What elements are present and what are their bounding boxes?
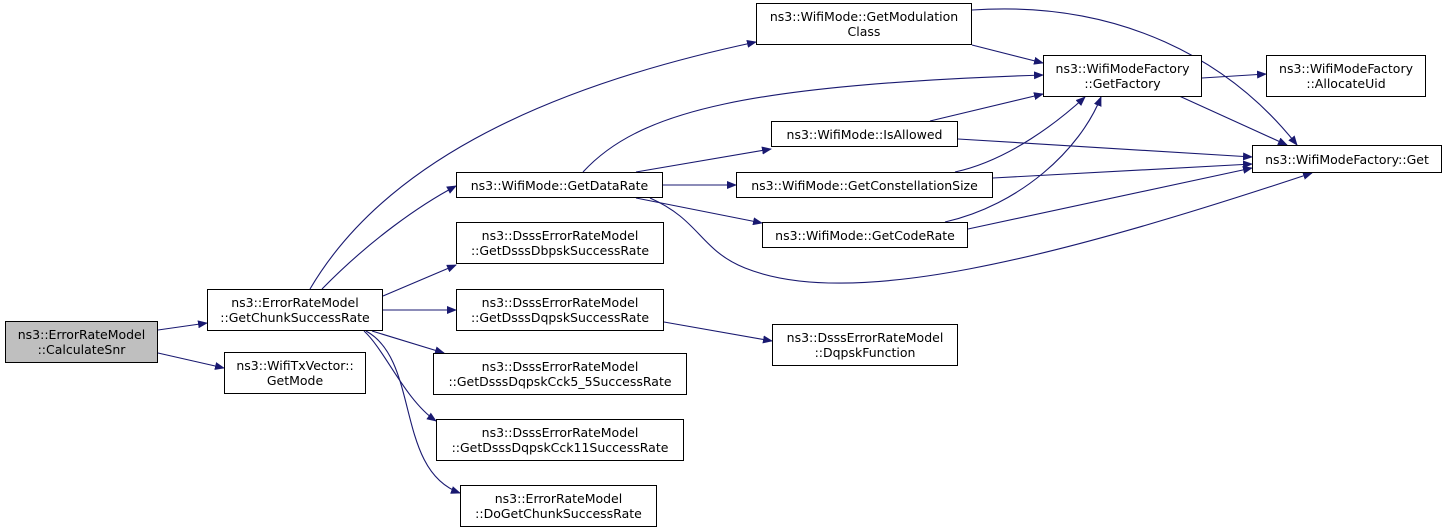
- node-factoryget[interactable]: ns3::WifiModeFactory::Get: [1252, 145, 1442, 173]
- node-dbpsk[interactable]: ns3::DsssErrorRateModel ::GetDsssDbpskSu…: [456, 222, 664, 264]
- node-cck55-line1: ns3::DsssErrorRateModel: [481, 359, 639, 374]
- edge-getchunk-getmodulationclass: [309, 39, 757, 290]
- edge-getmodulationclass-factoryget: [971, 8, 1298, 146]
- node-calculatesnr-line1: ns3::ErrorRateModel: [17, 327, 146, 342]
- node-getfactory-line2: ::GetFactory: [1084, 76, 1161, 91]
- edge-coderate-factoryget: [967, 165, 1253, 230]
- edge-calculatesnr-txvector-getmode: [157, 352, 225, 370]
- node-cck55-line2: ::GetDsssDqpskCck5_5SuccessRate: [448, 374, 672, 389]
- node-dqpskfunction-line1: ns3::DsssErrorRateModel: [786, 330, 944, 345]
- node-dqpsk-line2: ::GetDsssDqpskSuccessRate: [470, 310, 650, 325]
- edge-getchunk-dbpsk: [382, 264, 457, 297]
- node-factoryget-line1: ns3::WifiModeFactory::Get: [1265, 151, 1429, 167]
- edge-getfactory-factoryget: [1176, 94, 1288, 146]
- edge-getchunk-cck55: [371, 330, 445, 355]
- edge-getdatarate-isallowed: [635, 146, 772, 173]
- node-allocateuid[interactable]: ns3::WifiModeFactory ::AllocateUid: [1266, 55, 1426, 97]
- edge-getdatarate-getfactory: [582, 71, 1044, 173]
- node-isallowed-line1: ns3::WifiMode::IsAllowed: [786, 126, 943, 142]
- node-dogetchunk-line2: ::DoGetChunkSuccessRate: [475, 506, 642, 521]
- node-getdatarate[interactable]: ns3::WifiMode::GetDataRate: [456, 172, 663, 198]
- node-txvector-getmode[interactable]: ns3::WifiTxVector:: GetMode: [224, 352, 366, 394]
- node-getdatarate-line1: ns3::WifiMode::GetDataRate: [470, 177, 649, 193]
- edge-constellation-getfactory: [954, 96, 1086, 173]
- node-dqpskfunction[interactable]: ns3::DsssErrorRateModel ::DqpskFunction: [772, 324, 958, 366]
- edge-constellation-factoryget: [992, 160, 1253, 179]
- node-getmodulationclass-line1: ns3::WifiMode::GetModulation: [769, 9, 959, 24]
- node-coderate[interactable]: ns3::WifiMode::GetCodeRate: [762, 222, 968, 248]
- edge-getfactory-allocateuid: [1201, 70, 1267, 79]
- node-txvector-getmode-line1: ns3::WifiTxVector::: [236, 358, 354, 373]
- node-cck11-line1: ns3::DsssErrorRateModel: [481, 425, 639, 440]
- node-dqpsk[interactable]: ns3::DsssErrorRateModel ::GetDsssDqpskSu…: [456, 289, 664, 331]
- edge-getdatarate-coderate: [635, 197, 763, 226]
- node-dbpsk-line2: ::GetDsssDbpskSuccessRate: [470, 243, 650, 258]
- edge-isallowed-getfactory: [929, 92, 1044, 122]
- node-txvector-getmode-line2: GetMode: [266, 373, 324, 388]
- node-calculatesnr: ns3::ErrorRateModel ::CalculateSnr: [5, 321, 158, 363]
- node-cck11-line2: ::GetDsssDqpskCck11SuccessRate: [451, 440, 669, 455]
- edge-getchunk-getdatarate: [321, 185, 457, 290]
- edge-dqpsk-dqpskfunction: [663, 321, 773, 344]
- node-dogetchunk-line1: ns3::ErrorRateModel: [494, 491, 623, 506]
- node-calculatesnr-line2: ::CalculateSnr: [37, 342, 126, 357]
- node-isallowed[interactable]: ns3::WifiMode::IsAllowed: [771, 121, 958, 147]
- edge-getdatarate-factoryget: [649, 172, 1313, 284]
- node-allocateuid-line1: ns3::WifiModeFactory: [1279, 61, 1413, 76]
- edge-getchunk-dogetchunk: [365, 330, 461, 494]
- node-cck11[interactable]: ns3::DsssErrorRateModel ::GetDsssDqpskCc…: [436, 419, 684, 461]
- node-getchunksuccessrate-line1: ns3::ErrorRateModel: [231, 295, 359, 310]
- node-dqpsk-line1: ns3::DsssErrorRateModel: [481, 295, 639, 310]
- edge-calculatesnr-getchunksuccessrate: [157, 320, 208, 331]
- node-getmodulationclass-line2: Class: [847, 24, 881, 39]
- node-constellation[interactable]: ns3::WifiMode::GetConstellationSize: [736, 172, 993, 198]
- edge-getmodulationclass-getfactory: [971, 44, 1044, 65]
- node-dbpsk-line1: ns3::DsssErrorRateModel: [481, 228, 639, 243]
- node-getchunksuccessrate-line2: ::GetChunkSuccessRate: [220, 310, 370, 325]
- node-cck55[interactable]: ns3::DsssErrorRateModel ::GetDsssDqpskCc…: [433, 353, 687, 395]
- node-coderate-line1: ns3::WifiMode::GetCodeRate: [775, 227, 955, 243]
- node-dogetchunk[interactable]: ns3::ErrorRateModel ::DoGetChunkSuccessR…: [460, 485, 657, 527]
- node-constellation-line1: ns3::WifiMode::GetConstellationSize: [751, 177, 978, 193]
- edge-coderate-getfactory: [944, 96, 1102, 223]
- node-getfactory[interactable]: ns3::WifiModeFactory ::GetFactory: [1043, 55, 1202, 97]
- node-getfactory-line1: ns3::WifiModeFactory: [1055, 61, 1190, 76]
- node-allocateuid-line2: ::AllocateUid: [1306, 76, 1386, 91]
- node-getchunksuccessrate[interactable]: ns3::ErrorRateModel ::GetChunkSuccessRat…: [207, 289, 383, 331]
- edge-isallowed-factoryget: [957, 138, 1253, 161]
- node-dqpskfunction-line2: ::DqpskFunction: [814, 345, 916, 360]
- node-getmodulationclass[interactable]: ns3::WifiMode::GetModulation Class: [756, 3, 972, 45]
- edge-getchunk-cck11: [363, 330, 437, 422]
